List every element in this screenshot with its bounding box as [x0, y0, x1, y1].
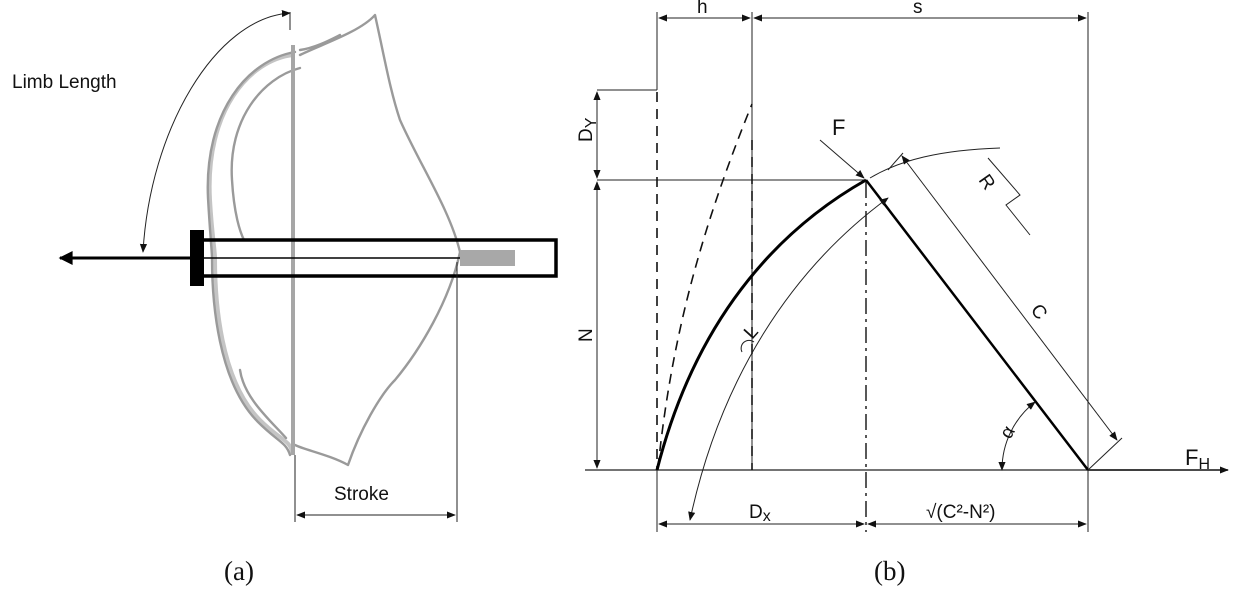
stroke-label: Stroke: [334, 484, 389, 505]
alpha-label: α: [996, 422, 1020, 442]
dy-label: DY: [576, 117, 600, 142]
fh-label: FH: [1185, 445, 1210, 473]
c-ext-bottom: [1087, 437, 1123, 471]
l-arc: [688, 197, 889, 521]
l-arc-symbol: [740, 339, 755, 353]
trigger-block: [460, 250, 515, 266]
s-label: s: [913, 0, 923, 18]
bow-limb-inner-upper: [230, 66, 302, 242]
n-label: N: [576, 328, 597, 342]
h-label: h: [697, 0, 708, 18]
caption-a: (a): [224, 556, 254, 586]
dx-label: Dx: [749, 502, 771, 525]
front-plate: [190, 230, 204, 286]
c-ext-top: [887, 152, 904, 171]
limb-drawn: [655, 178, 867, 471]
limb-undrawn-dashed: [657, 103, 753, 469]
c-dimension: [901, 155, 1118, 441]
limb-length-arc: [139, 9, 291, 253]
bow-limb-drawn: [206, 50, 297, 457]
alpha-arc: [998, 401, 1036, 471]
r-zigzag: [987, 157, 1031, 236]
c-label: C: [1026, 300, 1051, 324]
sqrt-label: √(C²-N²): [926, 502, 996, 523]
bow-limb-braced: [293, 13, 462, 467]
bow-tip-upper: [298, 33, 342, 52]
figure-b: h s DY N FH L F R: [576, 0, 1229, 586]
caption-b: (b): [874, 556, 905, 586]
bow-limb-inner-lower: [238, 368, 288, 440]
f-label: F: [832, 115, 845, 140]
r-label: R: [974, 171, 999, 194]
r-arc: [869, 147, 1001, 179]
limb-length-label: Limb Length: [12, 72, 117, 93]
f-arrow: [819, 139, 865, 179]
figure-a: Limb Length Stroke (a): [12, 9, 558, 586]
bow-string: [865, 179, 1089, 471]
